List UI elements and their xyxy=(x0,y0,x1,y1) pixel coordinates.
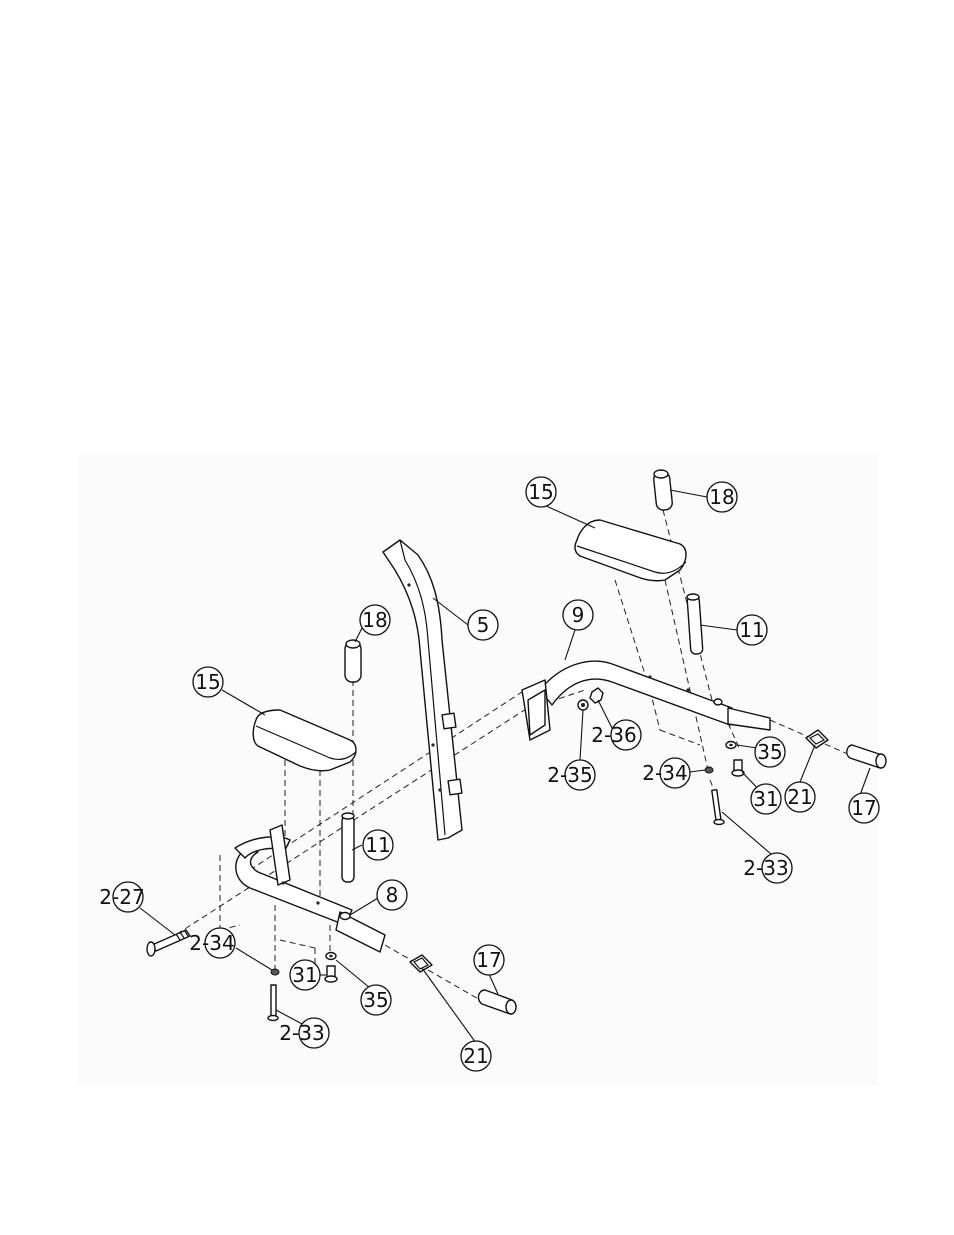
callout-31-left: 31 xyxy=(289,959,321,991)
part-9-right-arm xyxy=(521,660,771,741)
callout-2-27: 2-27 xyxy=(99,881,145,913)
part-31-knob-right xyxy=(731,759,745,777)
callout-8: 8 xyxy=(376,879,408,911)
callout-31-right: 31 xyxy=(750,783,782,815)
part-31-knob-left xyxy=(324,965,338,983)
part-2-33-bolt-left xyxy=(267,984,279,1022)
callout-21-left: 21 xyxy=(460,1040,492,1072)
callout-2-33-left: 2-33 xyxy=(279,1017,330,1049)
svg-text:11: 11 xyxy=(739,618,764,642)
callout-9: 9 xyxy=(562,599,594,631)
svg-text:35: 35 xyxy=(757,740,782,764)
part-2-33-bolt-right xyxy=(711,789,725,826)
callout-2-36: 2-36 xyxy=(591,719,642,751)
part-15-pad-right xyxy=(574,519,687,582)
svg-text:2-34: 2-34 xyxy=(642,761,687,785)
callout-2-35: 2-35 xyxy=(547,759,596,791)
diagram-background xyxy=(78,455,878,1085)
part-17-roller-right xyxy=(846,744,887,769)
svg-text:2-36: 2-36 xyxy=(591,723,636,747)
svg-text:2-35: 2-35 xyxy=(547,763,592,787)
callout-17-left: 17 xyxy=(473,944,505,976)
part-2-36-nut xyxy=(589,687,604,704)
callout-15-right: 15 xyxy=(525,476,557,508)
svg-text:21: 21 xyxy=(463,1044,488,1068)
svg-text:31: 31 xyxy=(753,787,778,811)
svg-text:18: 18 xyxy=(362,608,387,632)
callout-15-left: 15 xyxy=(192,666,224,698)
part-35-washer-right xyxy=(725,740,737,750)
callout-11-right: 11 xyxy=(736,614,768,646)
svg-text:2-33: 2-33 xyxy=(279,1021,324,1045)
part-21-cap-right xyxy=(805,729,829,749)
part-2-34-washer-left xyxy=(270,968,280,976)
part-15-pad-left xyxy=(252,709,357,772)
callout-18-left: 18 xyxy=(359,604,391,636)
callout-5: 5 xyxy=(467,609,499,641)
callout-17-right: 17 xyxy=(848,792,880,824)
part-18-grip-right xyxy=(653,469,673,511)
callout-2-34-right: 2-34 xyxy=(642,757,691,789)
part-5-upright-tube xyxy=(382,539,463,841)
part-21-cap-left xyxy=(409,954,433,973)
callout-35-right: 35 xyxy=(754,736,786,768)
part-2-35-washer xyxy=(577,699,589,711)
svg-text:15: 15 xyxy=(195,670,220,694)
svg-text:17: 17 xyxy=(476,948,501,972)
svg-text:15: 15 xyxy=(528,480,553,504)
svg-text:2-33: 2-33 xyxy=(743,856,788,880)
svg-text:21: 21 xyxy=(787,785,812,809)
svg-text:11: 11 xyxy=(365,833,390,857)
callout-21-right: 21 xyxy=(784,781,816,813)
callout-leaders xyxy=(139,489,871,1044)
part-11-tube-left xyxy=(341,812,355,883)
callout-2-33-right: 2-33 xyxy=(743,852,793,884)
callout-11-left: 11 xyxy=(362,829,394,861)
svg-text:2-34: 2-34 xyxy=(189,931,234,955)
svg-text:8: 8 xyxy=(386,883,399,907)
callout-2-34-left: 2-34 xyxy=(189,927,236,959)
svg-text:9: 9 xyxy=(572,603,585,627)
part-8-left-arm xyxy=(234,824,386,953)
svg-text:35: 35 xyxy=(363,988,388,1012)
callout-18-right: 18 xyxy=(706,481,738,513)
svg-text:2-27: 2-27 xyxy=(99,885,144,909)
svg-text:5: 5 xyxy=(477,613,490,637)
part-17-roller-left xyxy=(477,989,517,1015)
part-2-34-washer-right xyxy=(704,766,714,774)
svg-text:18: 18 xyxy=(709,485,734,509)
svg-text:17: 17 xyxy=(851,796,876,820)
svg-text:31: 31 xyxy=(292,963,317,987)
part-18-grip-left xyxy=(344,639,362,683)
callout-35-left: 35 xyxy=(360,984,392,1016)
part-35-washer-left xyxy=(325,951,337,961)
